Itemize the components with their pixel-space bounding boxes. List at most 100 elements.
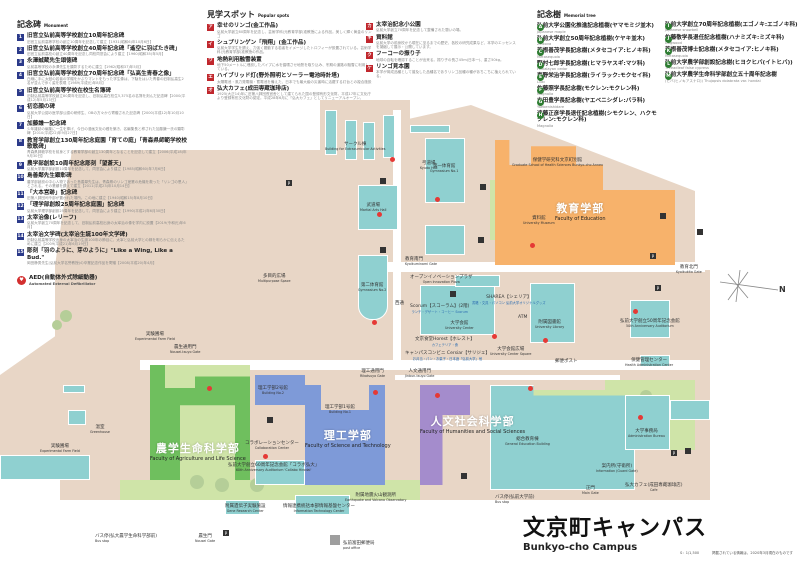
building-kyudo-hall[interactable] bbox=[410, 125, 450, 133]
parking-icon: P bbox=[655, 285, 661, 291]
road-vertical-west bbox=[393, 110, 401, 370]
spot-item[interactable]: ア幸せのリンゴ(金工作品)弘前大学創立60周年を記念し、芸術学科(元教育学部)准… bbox=[207, 23, 372, 38]
building-gymnasium-1[interactable] bbox=[425, 138, 465, 203]
aed-icon bbox=[638, 415, 643, 420]
tree bbox=[60, 310, 72, 322]
bicycle-parking-icon bbox=[380, 247, 386, 253]
spot-item[interactable]: キ資料館弘前大学の前身校から現在に至るまでの歴史、各校の研究成果など、本学のエッ… bbox=[366, 34, 516, 50]
bicycle-parking-icon bbox=[660, 213, 666, 219]
spot-item[interactable]: クフーコーの振り子地球の自転を確認することが出来る。振り子の長さ45m(日本一)… bbox=[366, 51, 504, 62]
building-gymnasium-2[interactable] bbox=[358, 255, 388, 320]
north-label: N bbox=[779, 285, 786, 294]
building-admin-bureau[interactable] bbox=[625, 395, 670, 450]
spot-item[interactable]: カ太宰治記念小公園弘前大学創立70周年を記念して整備された憩いの場。 bbox=[366, 22, 464, 33]
building-farm-1[interactable] bbox=[0, 455, 90, 480]
monument-item[interactable]: 11「大本営跡」記念碑旧第八師団司令部が置かれた場所。この地に建立【1940(昭… bbox=[17, 189, 155, 201]
building-info-tech[interactable] bbox=[295, 495, 350, 515]
building-circle-1[interactable] bbox=[325, 110, 337, 155]
spot-item[interactable]: オ弘大カフェ(成田専蔵珈琲店)1925(大正14)年に旧第八師団長官舎として建て… bbox=[207, 85, 371, 101]
aed-icon bbox=[633, 309, 638, 314]
spot-item[interactable]: イシュプリンゲン「飛翔」(金工作品)弘前大学学生を讃え、力強く躍動する若者をイメ… bbox=[207, 39, 372, 55]
spot-item[interactable]: ウ地熱利用融雪装置地下50メートルに埋設したパイプに水を循環させ地熱を取り込み、… bbox=[207, 56, 369, 72]
building-circle-4[interactable] bbox=[383, 115, 395, 158]
building-auditorium-50[interactable] bbox=[630, 300, 670, 338]
bicycle-parking-icon bbox=[685, 448, 691, 454]
building-east-1[interactable] bbox=[670, 400, 710, 420]
aed-icon bbox=[373, 390, 378, 395]
tree bbox=[215, 478, 229, 492]
label-bus-stop-agr: バス停(弘大農学生命科学部前)Bus stop bbox=[95, 534, 158, 543]
building-gym1-annex[interactable] bbox=[425, 225, 465, 255]
bicycle-parking-icon bbox=[450, 291, 456, 297]
building-martial-arts[interactable] bbox=[358, 185, 398, 230]
monument-item[interactable]: 12「理学部創設25周年記念庭園」記念碑弘前大学理学部創設25周年を記念して、同… bbox=[17, 202, 168, 213]
building-auditorium-60[interactable] bbox=[255, 460, 305, 485]
bicycle-parking-icon bbox=[478, 237, 484, 243]
label-cafe: 弘大カフェ(成田専蔵珈琲店)Cafe bbox=[625, 483, 683, 492]
building-sci-bldg-2[interactable] bbox=[255, 375, 305, 405]
building-greenhouse[interactable] bbox=[68, 410, 86, 425]
building-circle-2[interactable] bbox=[345, 120, 357, 160]
bicycle-parking-icon bbox=[380, 178, 386, 184]
faculty-humanities-label: 人文社会科学部 Faculty of Humanities and Social… bbox=[420, 415, 526, 435]
road-south bbox=[0, 500, 720, 512]
faculty-education-label: 教育学部 Faculty of Education bbox=[555, 202, 606, 222]
building-university-library[interactable] bbox=[530, 283, 575, 343]
spot-item[interactable]: ケリンゴ見本園本学が育成品種として普及した品種名でありリンゴ品種の種があちこちに… bbox=[366, 63, 516, 79]
faculty-science-label: 理工学部 Faculty of Science and Technology bbox=[305, 429, 391, 449]
aed-icon bbox=[435, 197, 440, 202]
building-post-office[interactable] bbox=[330, 535, 340, 545]
label-atm: ATM bbox=[518, 315, 528, 320]
building-circle-3[interactable] bbox=[363, 122, 375, 160]
building-gene-research[interactable] bbox=[225, 500, 260, 515]
compass-icon: N bbox=[719, 269, 786, 303]
building-health-admin[interactable] bbox=[640, 355, 670, 367]
spot-item[interactable]: エハイブリッド灯(野外照明とソーラー電池時計塔)太陽電池・風力発電機・蓄電池を備… bbox=[207, 73, 372, 84]
building-university-center[interactable] bbox=[420, 285, 495, 335]
building-open-innovation[interactable] bbox=[455, 275, 500, 287]
building-farm-2[interactable] bbox=[63, 385, 85, 393]
